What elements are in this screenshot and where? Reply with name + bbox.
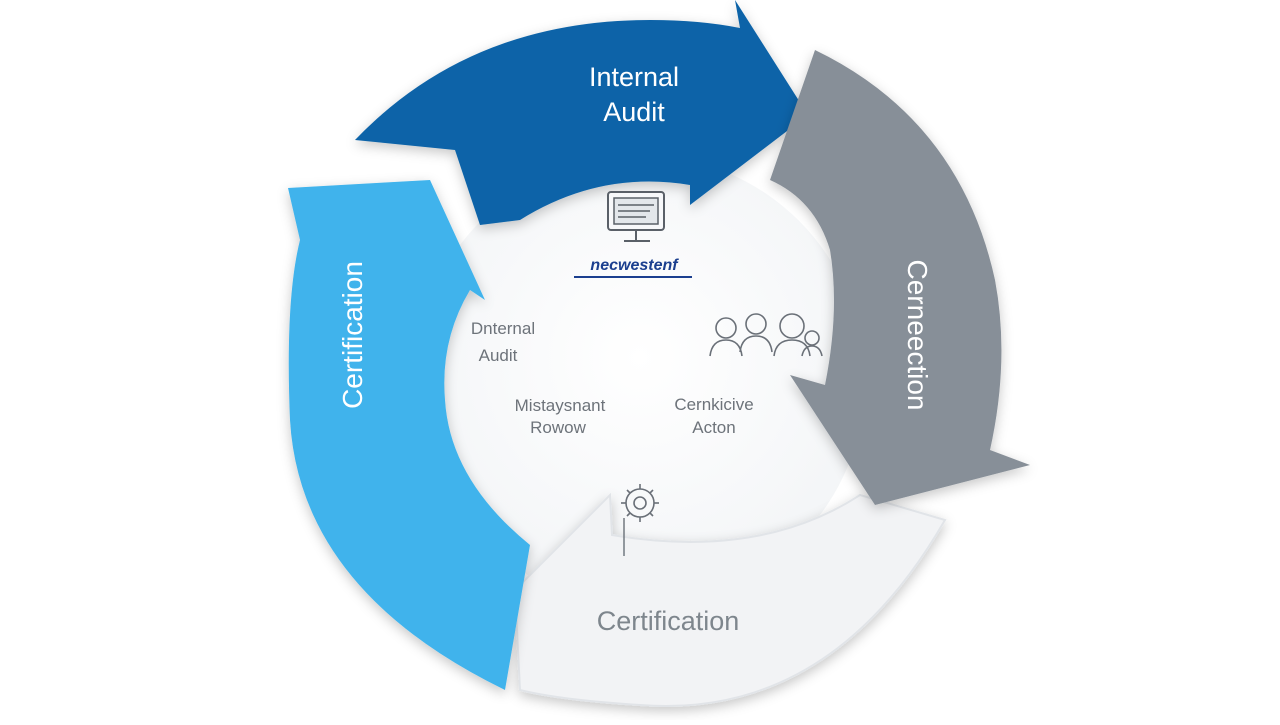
segment-left-label: Certification [337, 261, 368, 409]
center-banner-text: necwestenf [590, 257, 679, 274]
segment-right-arrow [770, 50, 1030, 505]
monitor-icon [607, 191, 665, 242]
center-item-1-line1: Dnternal [471, 319, 535, 338]
people-group-icon [709, 313, 823, 357]
center-item-2-line2: Rowow [530, 418, 586, 437]
center-disk [415, 155, 865, 605]
segment-top-label-line1: Internal [589, 62, 679, 92]
gear-icon [621, 484, 659, 556]
segment-bottom-arrow [513, 492, 947, 707]
segment-left-arrow [288, 180, 530, 690]
segment-top-label-line2: Audit [603, 97, 665, 127]
center-item-3-line1: Cernkicive [674, 395, 753, 414]
center-item-3-line2: Acton [692, 418, 735, 437]
segment-bottom-label: Certification [597, 606, 740, 636]
center-item-2-line1: Mistaysnant [515, 396, 606, 415]
segment-right-label: Cerneection [902, 260, 933, 411]
segment-top-arrow [355, 0, 808, 225]
center-item-1-line2: Audit [479, 346, 518, 365]
